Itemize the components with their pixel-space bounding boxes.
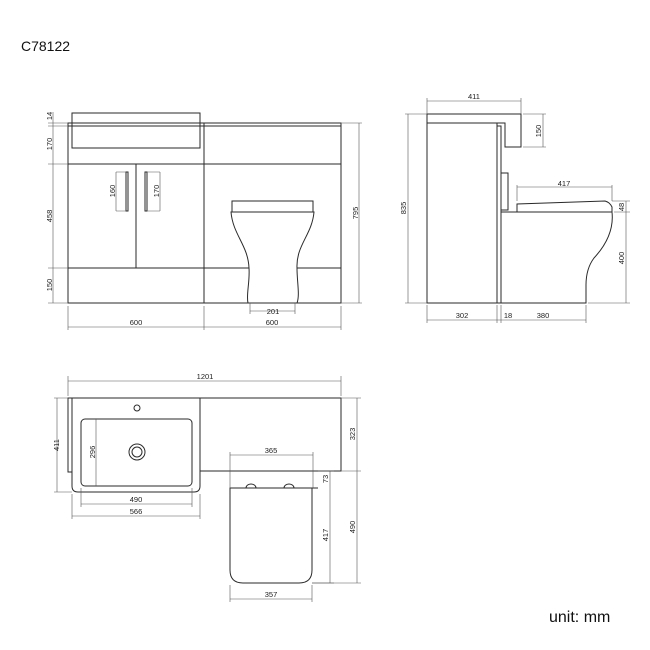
front-view: 14 170 458 150 160 170 795 201 600 600 [45,112,362,330]
dimension-line [80,488,193,507]
dimension-line [67,306,342,330]
dimension-line [341,122,362,304]
cabinet-side [426,122,498,304]
countertop-side [426,113,522,148]
dimension-line [523,113,546,148]
tap-hole [133,404,141,412]
dimension-line [115,171,126,212]
dim-seat-width-top: 365 [265,446,278,455]
dim-countertop-lip: 150 [534,125,543,138]
side-view: 411 150 835 417 48 400 302 18 380 [399,92,630,323]
dim-basin-width: 566 [130,507,143,516]
dim-pan-depth: 490 [348,521,357,534]
dim-side-total-height: 835 [399,202,408,215]
dimension-line [54,397,72,493]
outline [67,397,73,473]
dim-toilet-unit-width: 600 [266,318,279,327]
dim-unit-depth: 323 [348,428,357,441]
dim-cabinet-depth: 302 [456,311,469,320]
dim-handle-right: 170 [152,185,161,198]
toilet-seat-plan [229,487,313,584]
dim-door-thickness: 18 [504,311,512,320]
handle-left [125,171,129,212]
handle-right [144,171,148,212]
plan-view: 1201 411 296 490 566 323 365 73 417 490 … [52,372,361,602]
dim-bowl-depth: 296 [88,446,97,459]
countertop-plan [71,397,342,493]
toilet-seat-front [231,200,314,213]
product-code: C78122 [21,38,71,54]
door-side [496,125,502,304]
basin-front [71,112,201,149]
dim-total-height: 795 [351,207,360,220]
dim-total-width: 1201 [197,372,214,381]
dim-door-height: 458 [45,210,54,223]
dim-side-depth: 411 [468,92,480,101]
dim-seat-thickness: 48 [617,203,626,211]
dim-toilet-base: 201 [267,307,280,316]
dimension-line [147,171,161,212]
dim-vanity-width: 600 [130,318,143,327]
dim-plinth: 150 [45,279,54,292]
dimension-line [516,185,613,201]
pan-side [501,211,613,304]
dim-bowl-width: 490 [130,495,143,504]
dimension-line [71,494,201,519]
dimension-line [588,200,630,304]
toilet-pan-front [230,211,315,304]
dimension-line [312,470,334,584]
dim-seat-length: 417 [558,179,571,188]
drain-outer [128,443,146,461]
dimension-line [229,585,313,602]
basin-bowl-plan [80,418,193,487]
drain-inner [131,446,143,458]
handle-side [500,172,509,211]
dimension-line [229,452,314,488]
dim-pan-height: 400 [617,252,626,265]
dimension-line [67,376,342,396]
dimension-line [426,98,522,114]
dim-handle-left: 160 [108,185,117,198]
dim-hinge-offset: 73 [321,475,330,483]
dim-vanity-depth: 411 [52,439,61,451]
unit-label: unit: mm [549,609,611,626]
dimension-line [312,397,361,584]
seat-hinges [245,483,295,489]
dimension-line [405,113,427,304]
dimension-line [426,305,587,323]
dim-pan-projection: 380 [537,311,550,320]
dim-top-drawer: 170 [45,138,54,151]
dim-seat-width-bottom: 357 [265,590,278,599]
dimension-line [249,303,296,314]
seat-side [516,200,613,213]
dim-countertop-thickness: 14 [45,112,54,120]
dim-seat-length-plan: 417 [321,529,330,542]
